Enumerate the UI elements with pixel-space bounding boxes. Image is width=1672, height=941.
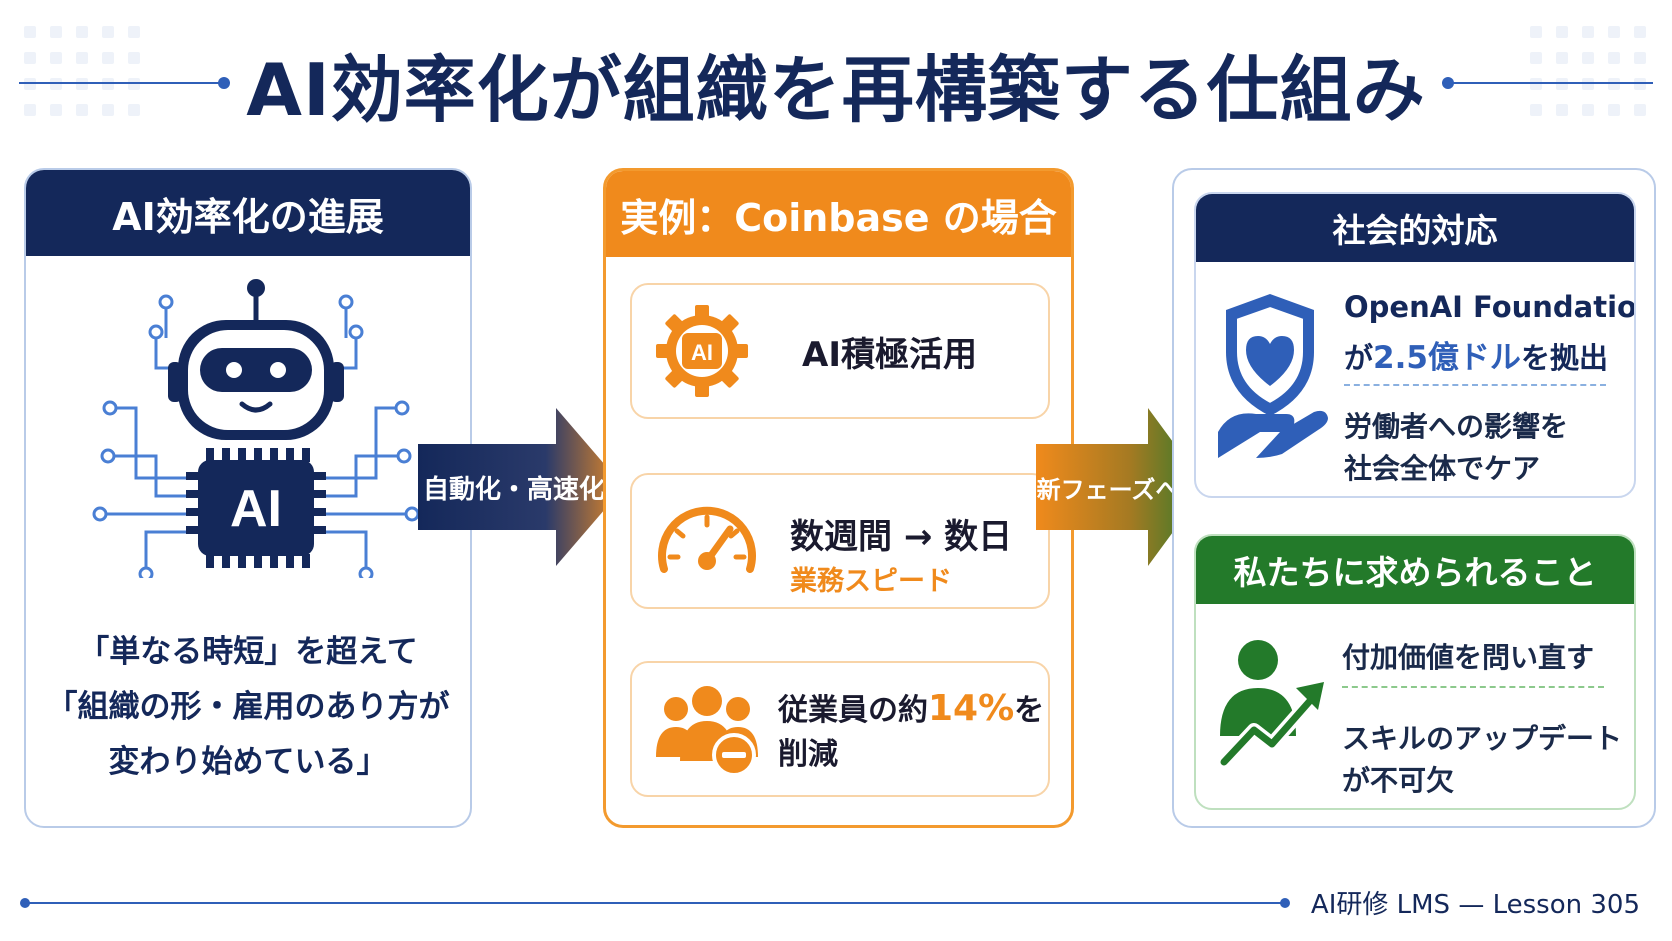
foundation-amount: が2.5億ドルを拠出 [1344,332,1608,377]
foundation-name: OpenAI Foundation [1344,290,1636,324]
gear-ai-icon: AI [656,305,748,397]
message-line-3: 変わり始めている」 [108,744,388,780]
card-headcount: 従業員の約14%を削減 [630,661,1050,797]
divider [1342,686,1604,688]
message-line-2: 「組織の形・雇用のあり方が [46,689,450,725]
divider [1344,384,1606,386]
panel-ai-efficiency: AI効率化の進展 [24,168,472,828]
section-social-response: 社会的対応 OpenAI Foundation が2.5億ドルを拠出 労働者への… [1194,192,1636,498]
card-headcount-label: 従業員の約14%を削減 [778,685,1048,773]
chip-ai-label: AI [230,480,282,538]
panel-left-message: 「単なる時短」を超えて 「組織の形・雇用のあり方が 変わり始めている」 [26,625,470,790]
card-speed-sublabel: 業務スピード [790,566,952,597]
arrow-new-phase: 新フェーズへ [1036,408,1206,566]
required-line-2: スキルのアップデート [1342,722,1623,755]
arrow-automation: 自動化・高速化 [418,408,624,566]
card-speed: 数週間 → 数日 業務スピード [630,473,1050,609]
title-rule-left [19,77,231,89]
robot-icon: AI [92,279,420,578]
headcount-percent: 14% [928,688,1015,729]
panel-header: 実例：Coinbase の場合 [606,171,1071,257]
required-line-1: 付加価値を問い直す [1342,641,1595,674]
headcount-suffix: を削減 [778,693,1045,772]
amount-highlight: 2.5億ドル [1373,340,1521,376]
social-care-text: 労働者への影響を 社会全体でケア [1344,406,1568,490]
panel-coinbase-example: 実例：Coinbase の場合 AI AI積極活用 [603,168,1074,828]
card-ai-adoption: AI AI積極活用 [630,283,1050,419]
amount-prefix: が [1344,341,1374,375]
decor-dots-right [1530,26,1646,116]
section-header: 社会的対応 [1196,194,1634,262]
card-ai-adoption-label: AI積極活用 [802,334,977,375]
section-header: 私たちに求められること [1196,536,1634,604]
decor-dots-left [24,26,140,116]
footer-text: AI研修 LMS — Lesson 305 [1310,890,1640,920]
panel-response: 社会的対応 OpenAI Foundation が2.5億ドルを拠出 労働者への… [1172,168,1656,828]
speedometer-icon [658,506,756,573]
person-growth-icon [1217,640,1324,766]
card-speed-label: 数週間 → 数日 [790,517,1013,557]
required-line-3: が不可欠 [1342,764,1455,797]
amount-suffix: を拠出 [1520,341,1608,375]
care-line-1: 労働者への影響を [1344,410,1569,443]
people-minus-icon [656,686,758,777]
panel-header: AI効率化の進展 [26,170,470,256]
required-line-2-3: スキルのアップデート が不可欠 [1342,718,1622,802]
footer-rule [20,898,1290,908]
title-rule-right [1441,77,1653,89]
arrow-automation-label: 自動化・高速化 [422,474,605,505]
section-required-of-us: 私たちに求められること 付加価値を問い直す スキルのアップデート が不可欠 [1194,534,1636,810]
page-title: AI効率化が組織を再構築する仕組み [246,47,1426,132]
gear-ai-label: AI [691,340,713,365]
arrow-new-phase-label: 新フェーズへ [1036,475,1180,504]
headcount-prefix: 従業員の約 [778,693,928,728]
shield-heart-hand-icon [1218,294,1328,458]
arrow-shape [1036,408,1206,566]
message-line-1: 「単なる時短」を超えて [78,634,418,670]
care-line-2: 社会全体でケア [1344,452,1541,485]
arrow-shape [418,408,624,566]
title-bar: AI効率化が組織を再構築する仕組み [0,28,1672,138]
